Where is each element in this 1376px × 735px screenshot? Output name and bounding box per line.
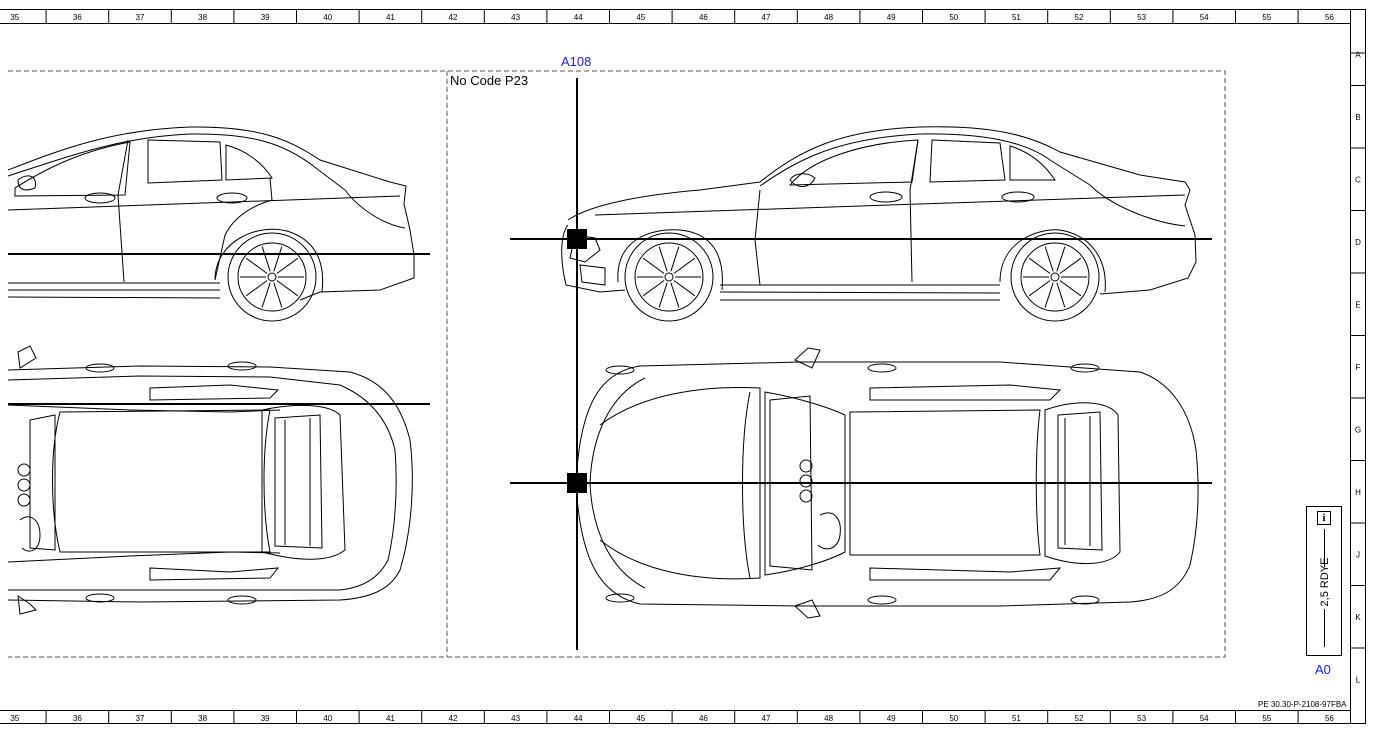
column-label: 49 (887, 714, 896, 723)
column-label: 35 (10, 714, 19, 723)
sheet-frame (0, 9, 1366, 724)
column-label: 46 (699, 13, 708, 22)
row-label: C (1355, 175, 1361, 184)
column-label: 45 (636, 714, 645, 723)
row-label: K (1355, 613, 1361, 622)
column-label: 48 (824, 13, 833, 22)
column-label: 39 (261, 714, 270, 723)
info-icon: i (1317, 511, 1331, 525)
column-label: 54 (1200, 714, 1209, 723)
column-label: 39 (261, 13, 270, 22)
column-label: 40 (323, 13, 332, 22)
column-label: 55 (1262, 714, 1271, 723)
rating-label: 2,5 RDYE (1319, 557, 1331, 607)
column-label: 38 (198, 714, 207, 723)
column-label: 56 (1325, 714, 1334, 723)
column-label: 54 (1200, 13, 1209, 22)
column-label: 51 (1012, 13, 1021, 22)
column-label: 50 (949, 714, 958, 723)
car-top-view-right (510, 347, 1212, 619)
fuse-rating-box: i 2,5 RDYE (1306, 506, 1342, 656)
column-label: 40 (323, 714, 332, 723)
row-label: L (1356, 675, 1361, 684)
column-label: 36 (73, 13, 82, 22)
column-ruler-bottom: 35 36 37 38 39 40 41 42 43 44 45 46 47 48 49 50 51 52 53 54… (10, 710, 1334, 723)
row-label: D (1355, 238, 1361, 247)
component-markers (567, 78, 587, 650)
column-label: 51 (1012, 714, 1021, 723)
column-label: 56 (1325, 13, 1334, 22)
component-marker-front (567, 229, 587, 249)
car-side-view-left (7, 126, 430, 322)
column-label: 42 (449, 13, 458, 22)
column-label: 44 (574, 13, 583, 22)
column-label: 49 (887, 13, 896, 22)
column-label: 45 (636, 13, 645, 22)
column-label: 38 (198, 13, 207, 22)
column-label: 47 (762, 13, 771, 22)
column-label: 46 (699, 714, 708, 723)
row-label: H (1355, 488, 1361, 497)
zone-code-label: No Code P23 (450, 73, 529, 88)
column-label: 43 (511, 714, 520, 723)
column-label: 55 (1262, 13, 1271, 22)
row-ruler: A B C D E F G H J K L (1350, 50, 1366, 684)
column-label: 47 (762, 714, 771, 723)
column-label: 52 (1075, 714, 1084, 723)
car-side-view-right (510, 126, 1212, 322)
column-label: 36 (73, 714, 82, 723)
car-top-view-left (7, 345, 430, 615)
column-ruler-top: 35 36 37 38 39 40 41 42 43 44 45 46 47 48 49 50 51 52 53 54… (10, 9, 1334, 23)
row-label: J (1356, 550, 1360, 559)
column-label: 41 (386, 714, 395, 723)
column-label: 42 (449, 714, 458, 723)
callout-a108: A108 (561, 54, 592, 69)
column-label: 44 (574, 714, 583, 723)
column-label: 41 (386, 13, 395, 22)
column-label: 53 (1137, 13, 1146, 22)
column-label: 48 (824, 714, 833, 723)
document-id: PE 30.30-P-2108-97FBA (1258, 700, 1347, 709)
column-label: 50 (949, 13, 958, 22)
rating-line-bottom (1324, 609, 1325, 647)
column-label: 43 (511, 13, 520, 22)
column-label: 35 (10, 13, 19, 22)
row-label: B (1355, 113, 1360, 122)
column-label: 53 (1137, 714, 1146, 723)
component-marker-top (567, 473, 587, 493)
row-label: F (1356, 363, 1361, 372)
callout-a0: A0 (1315, 662, 1331, 677)
rating-line-top (1324, 529, 1325, 567)
zone-borders (8, 70, 1226, 658)
column-label: 37 (136, 714, 145, 723)
column-label: 37 (136, 13, 145, 22)
row-label: G (1355, 425, 1361, 434)
row-label: E (1355, 300, 1360, 309)
column-label: 52 (1075, 13, 1084, 22)
row-label: A (1355, 50, 1361, 59)
